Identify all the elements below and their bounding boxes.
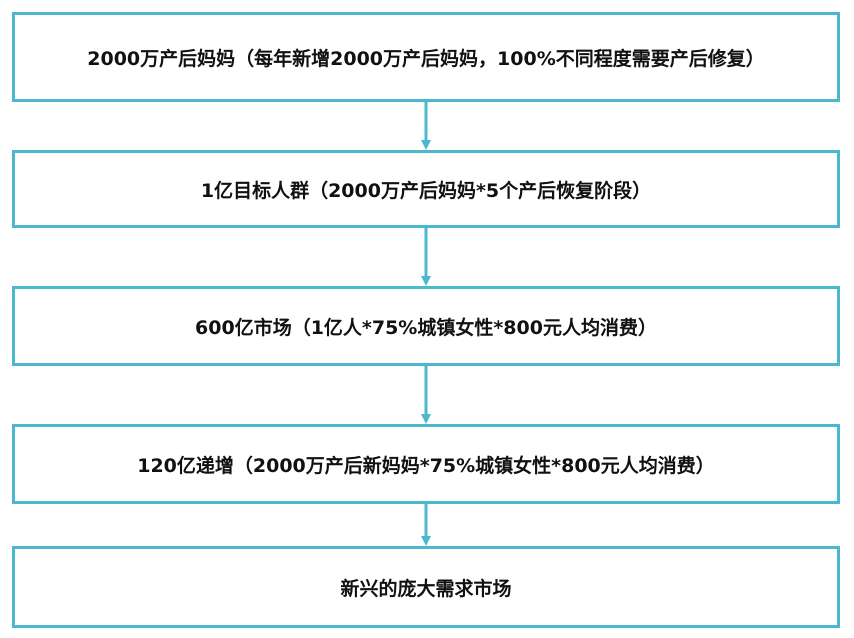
flow-step-3: 600亿市场（1亿人*75%城镇女性*800元人均消费） xyxy=(12,286,840,366)
flow-step-5: 新兴的庞大需求市场 xyxy=(12,546,840,628)
flow-step-2: 1亿目标人群（2000万产后妈妈*5个产后恢复阶段） xyxy=(12,150,840,228)
flow-step-3-text: 600亿市场（1亿人*75%城镇女性*800元人均消费） xyxy=(195,316,657,339)
flow-step-4-text: 120亿递增（2000万产后新妈妈*75%城镇女性*800元人均消费） xyxy=(137,454,715,477)
flow-step-2-text: 1亿目标人群（2000万产后妈妈*5个产后恢复阶段） xyxy=(200,179,652,202)
flow-step-4: 120亿递增（2000万产后新妈妈*75%城镇女性*800元人均消费） xyxy=(12,424,840,504)
flow-step-1-text: 2000万产后妈妈（每年新增2000万产后妈妈，100%不同程度需要产后修复） xyxy=(87,47,765,70)
flow-step-5-text: 新兴的庞大需求市场 xyxy=(340,577,512,600)
flow-step-1: 2000万产后妈妈（每年新增2000万产后妈妈，100%不同程度需要产后修复） xyxy=(12,12,840,102)
